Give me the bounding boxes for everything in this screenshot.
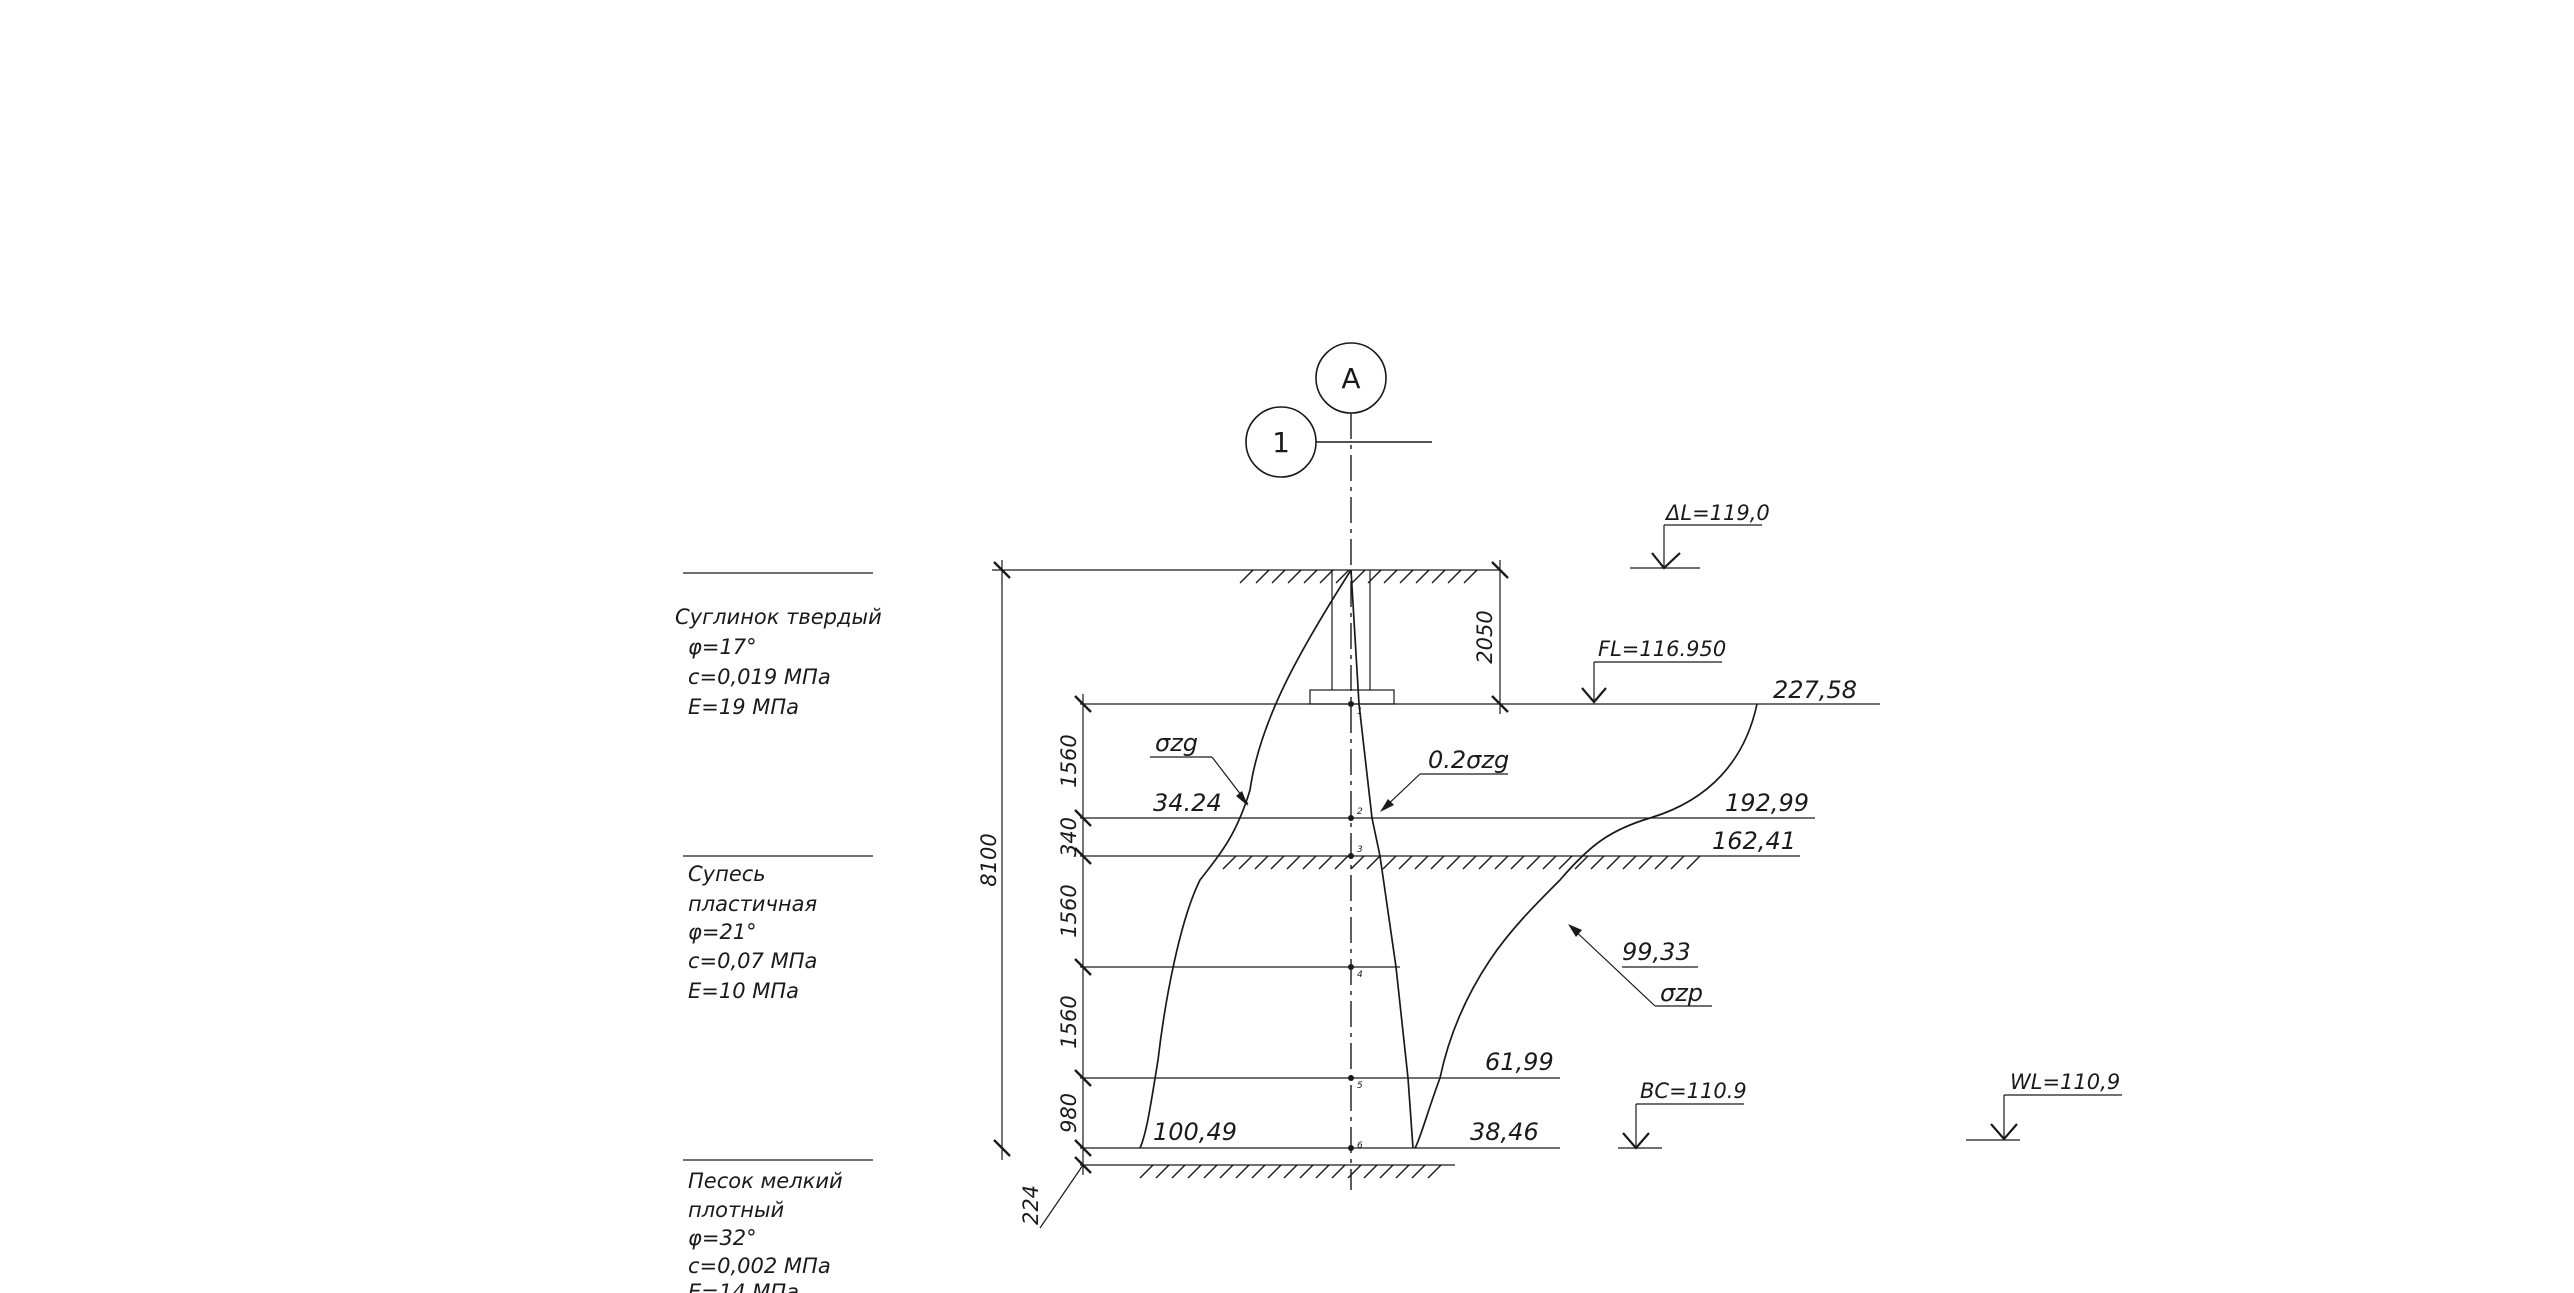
- szp-label-group: σzp: [1568, 924, 1712, 1007]
- soil-2-line: с=0,07 МПа: [688, 949, 817, 973]
- soil-1-line: φ=17°: [688, 635, 757, 659]
- axis-number: 1: [1272, 426, 1290, 459]
- axis-letter: A: [1341, 362, 1360, 395]
- soil-3-name: Песок мелкий: [688, 1169, 843, 1193]
- point-label: 2: [1357, 807, 1363, 817]
- soil-boundary-hatch-2: [1139, 1164, 1442, 1179]
- point-label: 5: [1357, 1081, 1363, 1091]
- ground-surface: [992, 569, 1500, 584]
- szp-value-1: 227,58: [1773, 676, 1857, 704]
- level-dl-label: ΔL=119,0: [1664, 501, 1770, 525]
- point-label: 1: [1357, 707, 1363, 717]
- soil-1-name: Суглинок твердый: [675, 605, 882, 629]
- point-label: 3: [1357, 845, 1363, 855]
- level-wl-label: WL=110,9: [2010, 1070, 2120, 1094]
- szp-value-3: 162,41: [1712, 827, 1796, 855]
- szg-02-curve: [1350, 569, 1414, 1149]
- szg-label: σzg: [1155, 729, 1198, 757]
- soil-2-name: Супесь: [688, 862, 766, 886]
- dim-layer-1: 1560: [1057, 734, 1081, 787]
- axis-marker-a: A: [1315, 342, 1387, 414]
- szg-02-label: 0.2σzg: [1428, 746, 1509, 774]
- soil-2: Супесь пластичная φ=21° с=0,07 МПа Е=10 …: [683, 855, 873, 1003]
- level-dl: ΔL=119,0: [1630, 501, 1770, 570]
- calc-points: 1 2 3 4 5 6: [1348, 701, 1363, 1151]
- soil-3-line: Е=14 МПа: [688, 1280, 799, 1293]
- szg-label-group: σzg: [1150, 729, 1249, 806]
- soil-boundary-hatch-1: [1222, 855, 1701, 870]
- dim-layer-3: 1560: [1057, 884, 1081, 937]
- soil-3-line: с=0,002 МПа: [688, 1254, 831, 1278]
- soil-1: Суглинок твердый φ=17° с=0,019 МПа Е=19 …: [675, 572, 882, 719]
- dim-layer-2: 340: [1057, 817, 1081, 857]
- soil-3: Песок мелкий плотный φ=32° с=0,002 МПа Е…: [683, 1159, 873, 1293]
- szp-value-5: 61,99: [1485, 1048, 1554, 1076]
- dimension-depth: 2050: [1473, 560, 1509, 714]
- axis-marker-1: 1: [1245, 406, 1432, 478]
- point-label: 4: [1357, 970, 1363, 980]
- soil-1-line: с=0,019 МПа: [688, 665, 831, 689]
- dim-layer-5: 980: [1057, 1093, 1081, 1133]
- szg-curve: [1139, 569, 1352, 1149]
- level-bc-label: BC=110.9: [1640, 1079, 1747, 1103]
- szp-label: σzp: [1660, 979, 1703, 1007]
- szg-02-label-group: 0.2σzg: [1380, 746, 1509, 812]
- szp-curve: [1414, 703, 1758, 1149]
- layer-lines: [1080, 703, 1880, 1166]
- dimension-chain: 1560 340 1560 1560 980 224: [1019, 694, 1092, 1229]
- level-bc: BC=110.9: [1618, 1079, 1747, 1150]
- level-fl: FL=116.950: [1581, 637, 1726, 704]
- soil-2-line: Е=10 МПа: [688, 979, 799, 1003]
- soil-2-line: φ=21°: [688, 920, 757, 944]
- szp-value-4: 99,33: [1622, 938, 1691, 966]
- soil-3-line: φ=32°: [688, 1226, 757, 1250]
- dimension-total: 8100: [977, 560, 1011, 1160]
- szp-value-2: 192,99: [1725, 789, 1809, 817]
- szg-value-6: 100,49: [1153, 1118, 1237, 1146]
- level-fl-label: FL=116.950: [1598, 637, 1726, 661]
- szg-value-2: 34.24: [1153, 789, 1222, 817]
- level-wl: WL=110,9: [1966, 1070, 2122, 1141]
- point-label: 6: [1357, 1141, 1363, 1151]
- szp-value-6: 38,46: [1470, 1118, 1539, 1146]
- soil-1-line: Е=19 МПа: [688, 695, 799, 719]
- dim-below-label: 224: [1019, 1185, 1043, 1225]
- soil-2-line: пластичная: [688, 892, 817, 916]
- dim-total-label: 8100: [977, 833, 1001, 886]
- soil-3-line: плотный: [688, 1198, 784, 1222]
- dim-layer-4: 1560: [1057, 995, 1081, 1048]
- dim-depth-label: 2050: [1473, 610, 1497, 663]
